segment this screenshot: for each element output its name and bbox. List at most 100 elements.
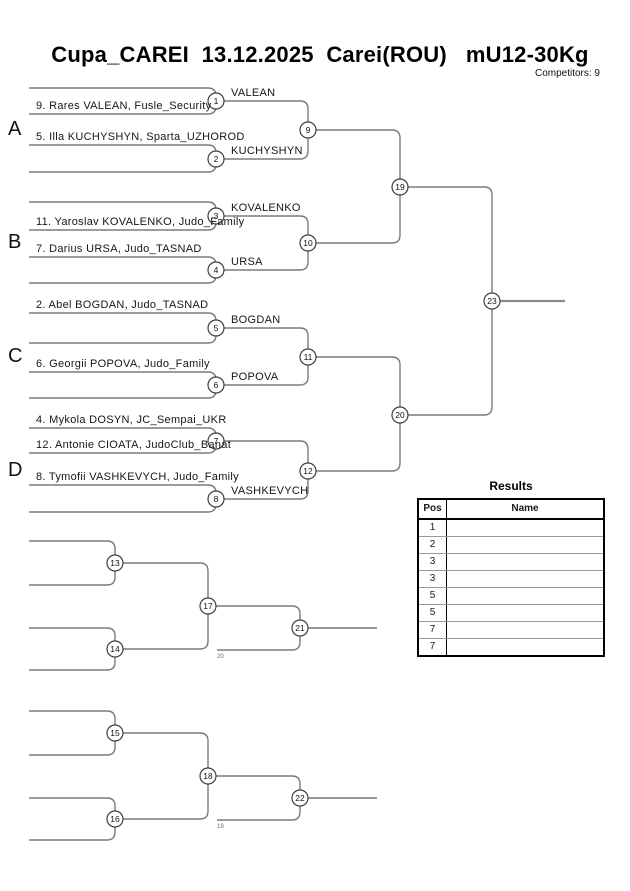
match-node (299, 234, 317, 252)
match-number: 8 (214, 494, 219, 504)
competitor-name: 8. Tymofii VASHKEVYCH, Judo_Family (36, 471, 239, 483)
match-number: 18 (203, 771, 213, 781)
winner-name: KOVALENKO (231, 202, 301, 214)
match-node (106, 810, 124, 828)
results-row: 3 (419, 570, 603, 587)
competitor-name: 7. Darius URSA, Judo_TASNAD (36, 243, 202, 255)
match-number: 16 (110, 814, 120, 824)
match-number: 17 (203, 601, 213, 611)
competitors-count: Competitors: 9 (534, 68, 600, 79)
match-number: 15 (110, 728, 120, 738)
match-number: 13 (110, 558, 120, 568)
results-name (447, 571, 603, 587)
results-title: Results (489, 479, 533, 493)
match-number: 22 (295, 793, 305, 803)
match-number: 1 (214, 96, 219, 106)
match-node (299, 348, 317, 366)
results-table: Pos Name 1 2 3 3 5 5 7 (417, 498, 605, 657)
results-pos: 3 (419, 571, 447, 587)
match-node (207, 490, 225, 508)
match-number: 20 (395, 410, 405, 420)
winner-name: BOGDAN (231, 314, 281, 326)
match-number: 10 (303, 238, 313, 248)
group-label-b: B (8, 231, 22, 253)
competitor-name: 9. Rares VALEAN, Fusle_Security (36, 100, 212, 112)
results-row: 5 (419, 587, 603, 604)
group-label-c: C (8, 345, 23, 367)
results-pos: 2 (419, 537, 447, 553)
match-node (199, 597, 217, 615)
loser-source-ref: 19 (217, 824, 224, 830)
results-pos: 1 (419, 520, 447, 536)
match-number: 14 (110, 644, 120, 654)
match-node (207, 432, 225, 450)
winner-name: VASHKEVYCH (231, 485, 309, 497)
winner-name: POPOVA (231, 371, 279, 383)
match-node (299, 121, 317, 139)
match-number: 11 (304, 352, 313, 362)
match-number: 3 (214, 211, 219, 221)
results-name (447, 554, 603, 570)
main-bracket-lines (29, 87, 565, 513)
results-pos: 7 (419, 622, 447, 638)
match-number: 5 (214, 323, 219, 333)
match-node (391, 178, 409, 196)
competitor-name: 5. Illa KUCHYSHYN, Sparta_UZHOROD (36, 131, 245, 143)
results-name (447, 520, 603, 536)
competitor-name: 4. Mykola DOSYN, JC_Sempai_UKR (36, 414, 227, 426)
results-row: 1 (419, 520, 603, 536)
match-number: 19 (395, 182, 405, 192)
match-node (299, 462, 317, 480)
match-node (291, 789, 309, 807)
match-number: 21 (295, 623, 305, 633)
results-name (447, 537, 603, 553)
results-pos: 3 (419, 554, 447, 570)
competitor-name: 11. Yaroslav KOVALENKO, Judo_Family (36, 216, 245, 228)
results-row: 2 (419, 536, 603, 553)
results-header-row: Pos Name (419, 500, 603, 520)
match-node (207, 319, 225, 337)
results-name (447, 639, 603, 655)
results-row: 7 (419, 621, 603, 638)
results-col-pos: Pos (419, 500, 447, 518)
match-number: 6 (214, 380, 219, 390)
match-nodes: 1 2 3 4 5 6 7 8 9 10 11 12 19 2 (106, 92, 501, 828)
match-node (207, 261, 225, 279)
competitor-name: 12. Antonie CIOATA, JudoClub_Banat (36, 439, 232, 451)
match-number: 4 (214, 265, 219, 275)
match-node (207, 207, 225, 225)
match-node (207, 92, 225, 110)
results-name (447, 588, 603, 604)
match-node (106, 724, 124, 742)
page-title: Cupa_CAREI 13.12.2025 Carei(ROU) mU12-30… (51, 42, 589, 67)
match-node (391, 406, 409, 424)
match-number: 2 (214, 154, 219, 164)
match-number: 12 (303, 466, 313, 476)
results-row: 3 (419, 553, 603, 570)
match-node (199, 767, 217, 785)
winner-name: VALEAN (231, 87, 276, 99)
results-pos: 7 (419, 639, 447, 655)
match-node (106, 640, 124, 658)
match-node (106, 554, 124, 572)
loser-source-ref: 20 (217, 654, 224, 660)
match-node (483, 292, 501, 310)
results-name (447, 605, 603, 621)
results-row: 5 (419, 604, 603, 621)
match-number: 7 (214, 436, 219, 446)
competitor-name: 6. Georgii POPOVA, Judo_Family (36, 358, 210, 370)
results-pos: 5 (419, 588, 447, 604)
match-node (207, 376, 225, 394)
results-row: 7 (419, 638, 603, 655)
repechage-bracket-1-lines (29, 540, 377, 671)
results-col-name: Name (511, 503, 539, 514)
group-label-a: A (8, 118, 22, 140)
winner-name: KUCHYSHYN (231, 145, 303, 157)
results-name (447, 622, 603, 638)
match-number: 23 (487, 296, 497, 306)
match-node (291, 619, 309, 637)
repechage-bracket-2-lines (29, 710, 377, 841)
competitor-name: 2. Abel BOGDAN, Judo_TASNAD (36, 299, 209, 311)
match-node (207, 150, 225, 168)
